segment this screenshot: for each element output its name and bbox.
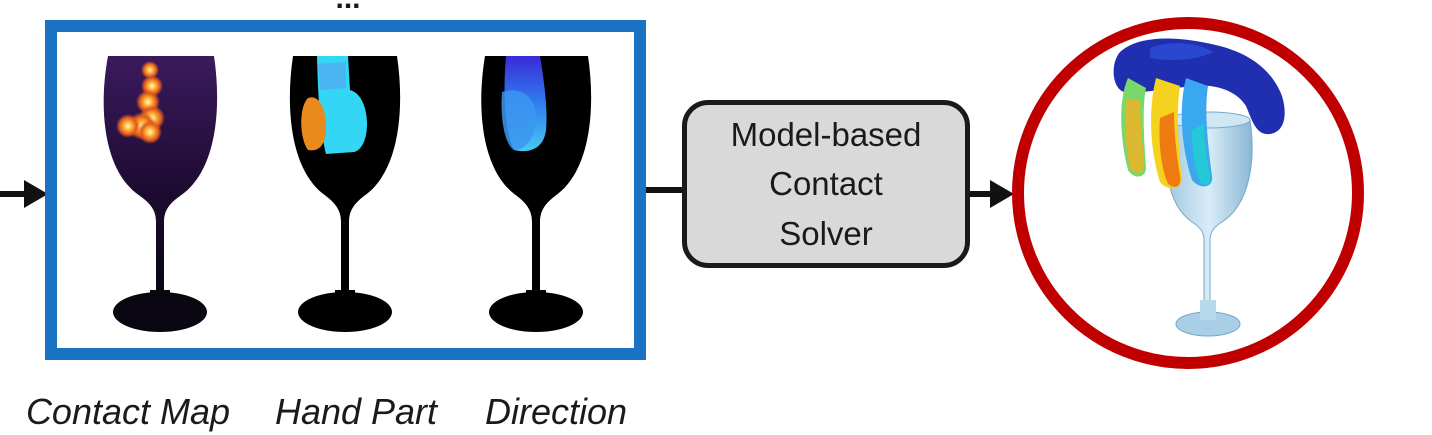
grasping-hand [1113, 38, 1285, 189]
representation-panel-border [45, 20, 646, 360]
caption-direction: Direction [485, 391, 627, 432]
hand-part-glass [289, 56, 401, 332]
solver-to-result-arrow [970, 180, 1014, 208]
contact-solver-box: Model-based Contact Solver [682, 100, 970, 268]
direction-glass [481, 56, 592, 332]
solver-line-1: Model-based [730, 115, 922, 153]
top-ellipsis: ... [335, 0, 360, 15]
solver-line-3: Solver [779, 214, 873, 252]
contact-heat-spots [116, 61, 165, 144]
caption-contact-map: Contact Map [26, 391, 230, 432]
hand-part-segments [301, 56, 368, 154]
contact-map-glass [103, 56, 218, 332]
contact-solver-label: Model-based Contact Solver [731, 110, 922, 259]
direction-field [501, 56, 547, 152]
solver-line-2: Contact [769, 165, 883, 203]
input-arrow [0, 180, 48, 208]
caption-hand-part: Hand Part [275, 391, 439, 432]
